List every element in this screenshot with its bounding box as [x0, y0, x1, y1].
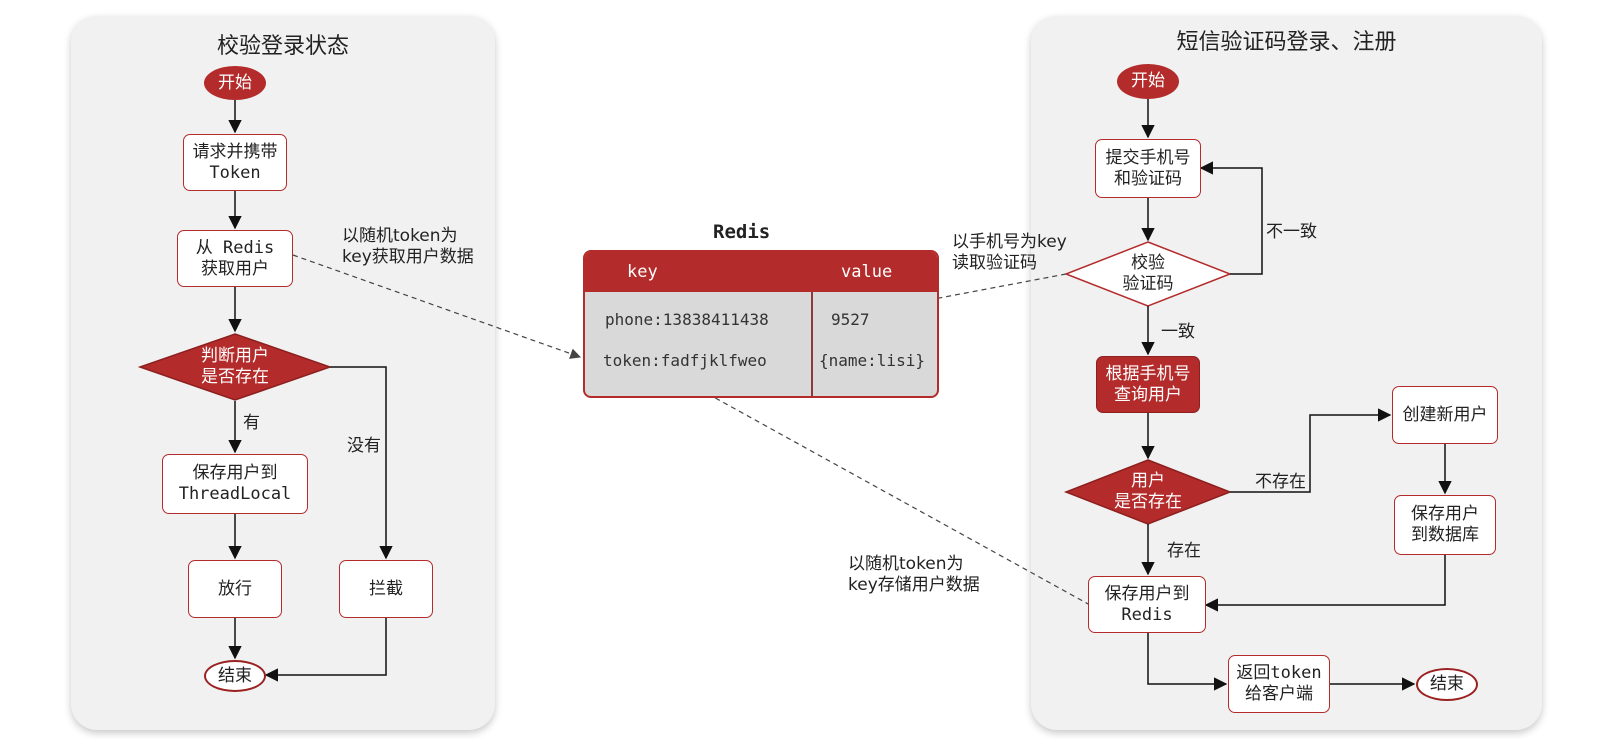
redis-table: key value phone:13838411438 9527 token:f…: [583, 250, 939, 398]
save-threadlocal-node: 保存用户到 ThreadLocal: [162, 454, 308, 514]
annotation-store-by-token: 以随机token为 key存储用户数据: [848, 554, 980, 595]
get-user-from-redis-node: 从 Redis 获取用户: [177, 230, 293, 287]
save-to-db-node: 保存用户 到数据库: [1394, 495, 1496, 555]
redis-row-2-key: token:fadfjklfweo: [603, 351, 767, 370]
arrow-save-redis-to-return: [1147, 633, 1228, 691]
block-node: 拦截: [339, 560, 433, 618]
query-user-node: 根据手机号 查询用户: [1096, 356, 1200, 413]
verify-code-label: 校验 验证码: [1122, 253, 1174, 294]
request-token-node: 请求并携带 Token: [183, 134, 287, 191]
exist-label: 存在: [1167, 541, 1201, 561]
arrow-exists-to-create: [1230, 408, 1392, 493]
left-start-node: 开始: [204, 66, 266, 100]
redis-header: [585, 252, 937, 292]
arrow-block-to-end: [264, 618, 387, 682]
right-panel-title: 短信验证码登录、注册: [1176, 30, 1397, 55]
redis-row-1-value: 9527: [831, 310, 870, 329]
annotation-read-code: 以手机号为key 读取验证码: [952, 232, 1067, 273]
right-end-node: 结束: [1416, 668, 1478, 701]
submit-phone-code-node: 提交手机号 和验证码: [1095, 139, 1201, 198]
dashed-arrow-store-token: [689, 383, 1091, 606]
match-label: 一致: [1161, 322, 1195, 342]
yes-label: 有: [243, 413, 260, 433]
right-start-node: 开始: [1117, 64, 1179, 99]
arrow-save-db-to-save-redis: [1204, 555, 1446, 612]
redis-row-1-key: phone:13838411438: [605, 310, 769, 329]
left-decision-label: 判断用户 是否存在: [201, 346, 269, 387]
redis-title: Redis: [713, 221, 771, 243]
arrow-decision-to-block: [330, 366, 393, 560]
save-to-redis-node: 保存用户到 Redis: [1088, 576, 1206, 633]
dashed-arrow-get-from-redis: [292, 254, 582, 359]
pass-node: 放行: [188, 560, 282, 618]
redis-header-value: value: [841, 262, 893, 282]
left-panel-title: 校验登录状态: [216, 34, 349, 59]
create-user-node: 创建新用户: [1392, 386, 1498, 444]
left-decision-diamond: [137, 333, 333, 401]
not-exist-label: 不存在: [1255, 472, 1306, 492]
return-token-node: 返回token 给客户端: [1228, 655, 1330, 713]
redis-header-key: key: [627, 262, 658, 282]
redis-column-divider: [811, 292, 813, 396]
annotation-get-by-token: 以随机token为 key获取用户数据: [342, 226, 474, 267]
redis-row-2-value: {name:lisi}: [819, 351, 925, 370]
no-label: 没有: [347, 436, 381, 456]
mismatch-label: 不一致: [1266, 222, 1317, 242]
arrow-verify-mismatch: [1199, 161, 1263, 275]
left-end-node: 结束: [204, 660, 266, 692]
user-exists-label: 用户 是否存在: [1114, 471, 1182, 512]
dashed-arrow-read-code: [895, 273, 1067, 310]
